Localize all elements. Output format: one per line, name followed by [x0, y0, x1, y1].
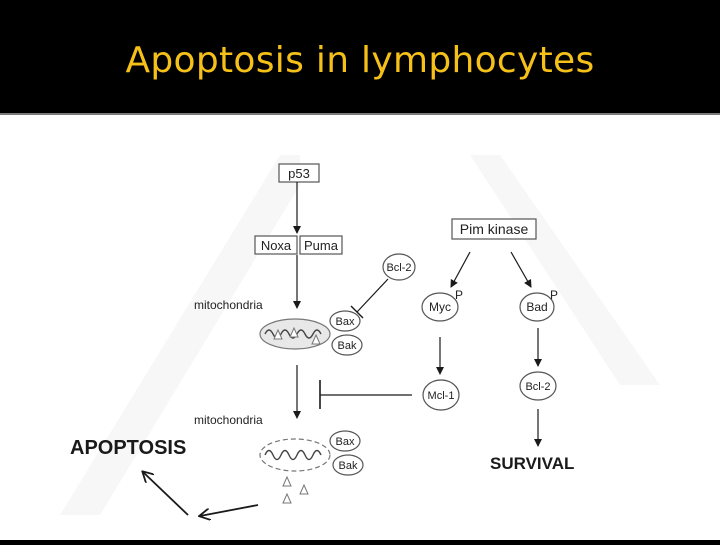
arrow-pim-bad — [510, 251, 532, 288]
bad-phospho-label: P — [550, 288, 558, 302]
arrow-to-apoptosis-1 — [200, 504, 259, 516]
title-bar: Apoptosis in lymphocytes — [0, 0, 720, 113]
pim-kinase-label: Pim kinase — [460, 221, 529, 237]
mcl1-node: Mcl-1 — [422, 379, 460, 411]
slide-title: Apoptosis in lymphocytes — [125, 40, 595, 81]
title-divider — [0, 113, 720, 115]
inhibit-bcl2-bax-bar — [350, 305, 364, 319]
bax-top-node: Bax — [329, 310, 361, 332]
puma-node: Puma — [299, 235, 343, 255]
bax-top-label: Bax — [336, 316, 355, 328]
apoptosis-label: APOPTOSIS — [70, 437, 186, 459]
p53-label: p53 — [288, 166, 310, 181]
watermark-shape — [60, 155, 300, 515]
mitochondrion-top — [259, 318, 331, 350]
myc-label: Myc — [429, 300, 451, 314]
diagram-canvas: p53 Noxa Puma Bcl-2 mitochondria — [0, 115, 720, 540]
pim-kinase-node: Pim kinase — [451, 218, 537, 240]
myc-node: Myc P — [421, 288, 463, 322]
noxa-node: Noxa — [254, 235, 298, 255]
bcl2-top-label: Bcl-2 — [386, 262, 411, 274]
bcl2-right-node: Bcl-2 — [519, 371, 557, 401]
bak-bottom-node: Bak — [332, 454, 364, 476]
puma-label: Puma — [304, 238, 339, 253]
bcl2-top-node: Bcl-2 — [382, 253, 416, 281]
bad-node: Bad P — [519, 288, 558, 322]
noxa-label: Noxa — [261, 238, 292, 253]
arrow-to-apoptosis-2 — [143, 472, 189, 516]
watermark-shape-right — [470, 155, 660, 385]
bax-bottom-label: Bax — [336, 436, 355, 448]
mcl1-label: Mcl-1 — [428, 390, 455, 402]
bak-bottom-label: Bak — [339, 460, 358, 472]
inhibit-bcl2-bax — [356, 278, 389, 313]
p53-node: p53 — [278, 163, 320, 183]
bak-top-label: Bak — [338, 340, 357, 352]
bcl2-right-label: Bcl-2 — [525, 381, 550, 393]
mitochondria-bottom-label: mitochondria — [194, 413, 263, 427]
arrow-pim-myc — [450, 251, 471, 288]
bad-label: Bad — [526, 300, 547, 314]
bax-bottom-node: Bax — [329, 430, 361, 452]
pathway-diagram: p53 Noxa Puma Bcl-2 mitochondria — [60, 155, 660, 540]
mitochondria-top-label: mitochondria — [194, 298, 263, 312]
released-triangles — [282, 475, 309, 504]
myc-phospho-label: P — [455, 288, 463, 302]
mitochondrion-bottom — [259, 438, 331, 472]
survival-label: SURVIVAL — [490, 454, 574, 473]
bak-top-node: Bak — [331, 334, 363, 356]
